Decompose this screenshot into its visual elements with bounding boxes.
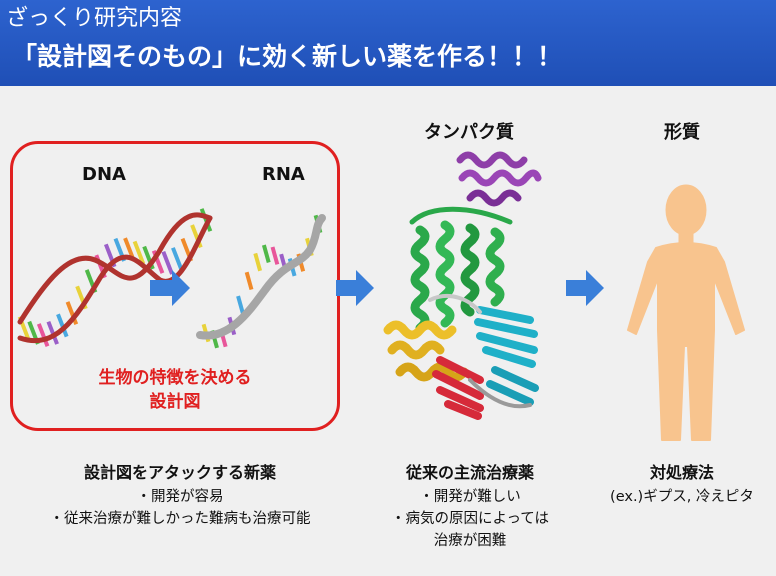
header-subtitle: ざっくり研究内容	[6, 6, 183, 31]
base-pair-rung	[261, 244, 271, 263]
column-new-drugs-item: ・従来治療が難しかった難病も治療可能	[49, 511, 311, 527]
base-pair-rung	[171, 247, 184, 271]
header-title: 「設計図そのもの」に効く新しい薬を作る！！！	[12, 42, 563, 71]
column-conventional-drugs-title: 従来の主流治療薬	[405, 463, 534, 482]
base-pair-rung	[46, 320, 59, 345]
column-conventional-drugs-item: ・開発が難しい	[419, 489, 521, 505]
column-new-drugs-item: ・開発が容易	[136, 489, 224, 505]
arrow-protein-to-phenotype-icon	[566, 270, 604, 306]
column-conventional-drugs-item: 治療が困難	[433, 533, 507, 549]
column-new-drugs-title: 設計図をアタックする新薬	[83, 463, 276, 482]
dna-helix-icon	[17, 208, 213, 347]
base-pair-rung	[36, 323, 50, 347]
rna-strand-icon	[196, 214, 326, 349]
header-banner: ざっくり研究内容 「設計図そのもの」に効く新しい薬を作る！！！	[0, 0, 776, 86]
column-new-drugs: 設計図をアタックする新薬 ・開発が容易 ・従来治療が難しかった難病も治療可能	[20, 460, 340, 530]
base-pair-rung	[65, 301, 79, 326]
column-symptomatic-treatment: 対処療法 (ex.)ギプス, 冷えピタ	[592, 460, 772, 508]
blueprint-caption-line1: 生物の特徴を決める	[98, 368, 252, 388]
base-pair-rung	[253, 252, 263, 272]
label-rna: RNA	[262, 164, 305, 185]
base-pair-rung	[236, 295, 245, 314]
label-dna: DNA	[82, 164, 126, 185]
human-body-icon	[627, 184, 745, 441]
column-conventional-drugs-item: ・病気の原因によっては	[390, 511, 550, 527]
arrow-rna-to-protein-icon	[336, 270, 374, 306]
arrow-dna-to-rna-icon	[150, 270, 190, 306]
base-pair-rung	[56, 313, 69, 338]
column-conventional-drugs: 従来の主流治療薬 ・開発が難しい ・病気の原因によっては 治療が困難	[370, 460, 570, 552]
column-symptomatic-treatment-title: 対処療法	[649, 463, 714, 482]
base-pair-rung	[132, 240, 146, 265]
label-protein: タンパク質	[424, 122, 514, 143]
label-phenotype: 形質	[664, 122, 700, 143]
base-pair-rung	[244, 271, 254, 291]
protein-structure-icon	[383, 151, 542, 420]
base-pair-rung	[199, 208, 213, 232]
base-pair-rung	[270, 246, 280, 265]
blueprint-caption-line2: 設計図	[149, 392, 201, 412]
column-symptomatic-treatment-item: (ex.)ギプス, 冷えピタ	[610, 489, 754, 505]
base-pair-rung	[161, 250, 174, 275]
blueprint-caption: 生物の特徴を決める 設計図	[10, 366, 340, 414]
